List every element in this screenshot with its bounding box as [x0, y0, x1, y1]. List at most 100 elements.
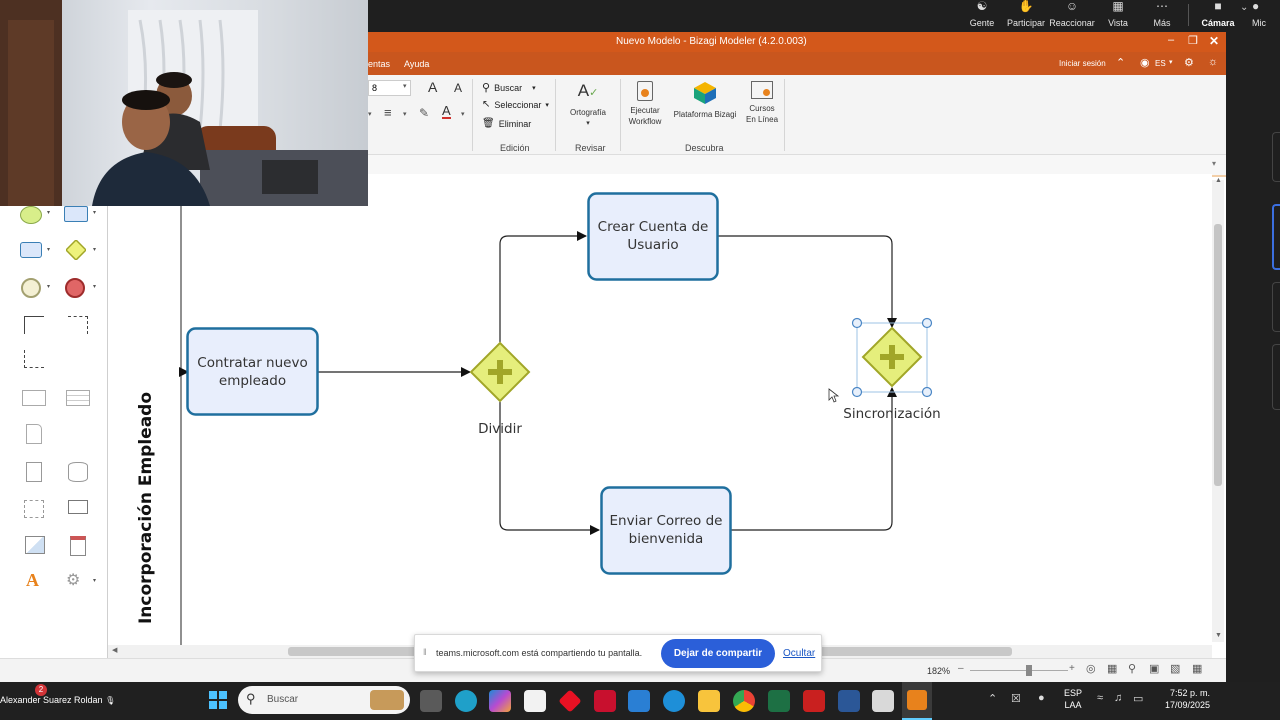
chevron-down-icon[interactable]: ▾	[368, 111, 372, 118]
task-crear-cuenta-usuario[interactable]: Crear Cuenta de Usuario	[587, 192, 719, 281]
annotation-tool[interactable]	[26, 424, 42, 444]
restore-icon[interactable]: ❐	[1188, 35, 1198, 47]
screen-app-icon[interactable]	[628, 690, 650, 712]
header-tool[interactable]	[70, 536, 86, 556]
find-button[interactable]: ⚲ Buscar ▾	[482, 82, 536, 94]
notepad-icon[interactable]	[872, 690, 894, 712]
edge-icon[interactable]	[663, 690, 685, 712]
lane-tool[interactable]	[66, 390, 90, 406]
text-tool-icon[interactable]: A	[26, 570, 39, 590]
chevron-down-icon[interactable]: ▾	[47, 284, 51, 290]
subprocess-tool[interactable]	[20, 242, 42, 258]
chevron-down-icon[interactable]: ▾	[1212, 159, 1217, 168]
weather-icon[interactable]	[455, 690, 477, 712]
chevron-down-icon[interactable]: ▾	[47, 247, 51, 253]
overview-icon[interactable]: ▣	[1149, 663, 1160, 675]
chevron-down-icon[interactable]: ▾	[403, 83, 407, 90]
raise-hand-button[interactable]: ✋ Participar	[1000, 0, 1052, 32]
resize-handle[interactable]	[851, 317, 863, 329]
association-tool[interactable]	[68, 316, 88, 334]
minimize-icon[interactable]: –	[1168, 34, 1175, 46]
app-icon-red[interactable]	[558, 689, 582, 713]
diagram-canvas[interactable]: Contratar nuevo empleado Crear Cuenta de…	[108, 174, 1212, 645]
task-view-icon[interactable]	[420, 690, 442, 712]
resize-handle[interactable]	[921, 317, 933, 329]
gateway-tool[interactable]	[64, 238, 88, 262]
scroll-down-icon[interactable]: ▼	[1215, 632, 1222, 639]
side-panel-tab-active[interactable]	[1272, 204, 1280, 270]
globe-icon[interactable]: ◉	[1140, 57, 1150, 69]
side-panel-tab[interactable]	[1272, 132, 1280, 182]
task-enviar-correo-bienvenida[interactable]: Enviar Correo de bienvenida	[600, 486, 732, 575]
chevron-down-icon[interactable]: ▾	[47, 210, 51, 216]
sequence-flow-tool[interactable]	[24, 316, 44, 334]
flow-crear-sincronizacion[interactable]	[718, 235, 897, 328]
clock[interactable]: 7:52 p. m. 17/09/2025	[1164, 688, 1210, 710]
magnify-icon[interactable]: ⚲	[1128, 663, 1137, 675]
gears-icon[interactable]: ⚙	[66, 572, 81, 589]
zoom-in-icon[interactable]: +	[1069, 663, 1075, 674]
chevron-up-icon[interactable]: ⌃	[988, 693, 998, 705]
windows-start-button[interactable]	[208, 690, 228, 710]
delete-button[interactable]: 🗑 Eliminar	[482, 118, 532, 129]
chevron-down-icon[interactable]: ▾	[93, 578, 97, 584]
zoom-slider-track[interactable]	[970, 670, 1068, 671]
bizagi-platform-button[interactable]: Plataforma Bizagi	[670, 81, 740, 120]
zoom-slider-thumb[interactable]	[1026, 665, 1032, 676]
network-off-icon[interactable]: ☒	[1011, 693, 1021, 705]
scroll-up-icon[interactable]: ▲	[1215, 177, 1222, 184]
chevron-down-icon[interactable]: ▾	[93, 247, 97, 253]
grow-font-icon[interactable]: A	[428, 79, 438, 95]
spelling-button[interactable]: A✓ Ortografía ▾	[566, 81, 610, 129]
battery-icon[interactable]: ▭	[1133, 693, 1144, 705]
taskbar-search[interactable]: ⚲ Buscar	[238, 686, 410, 714]
mic-button[interactable]: ● Mic	[1252, 0, 1280, 32]
comment-tool[interactable]	[68, 500, 88, 514]
more-button[interactable]: ⋯ Más	[1136, 0, 1188, 32]
side-panel-tab[interactable]	[1272, 282, 1280, 332]
excel-icon[interactable]	[768, 690, 790, 712]
fit-page-icon[interactable]: ◎	[1086, 663, 1096, 675]
stop-sharing-button[interactable]: Dejar de compartir	[661, 639, 775, 668]
data-store-tool[interactable]	[68, 462, 88, 482]
chevron-down-icon[interactable]: ▾	[461, 111, 465, 118]
side-panel-tab[interactable]	[1272, 344, 1280, 410]
flow-dividir-crear[interactable]	[499, 231, 587, 342]
data-object-tool[interactable]	[26, 462, 42, 482]
input-language[interactable]: ESP LAA	[1064, 688, 1083, 710]
chevron-down-icon[interactable]: ▾	[1169, 59, 1173, 66]
task-contratar-nuevo-empleado[interactable]: Contratar nuevo empleado	[186, 327, 319, 416]
close-icon[interactable]: ✕	[1209, 34, 1220, 48]
bizagi-taskbar-button[interactable]	[902, 682, 932, 720]
scroll-left-icon[interactable]: ◀	[112, 647, 118, 654]
run-workflow-button[interactable]: Ejecutar Workflow	[625, 81, 665, 127]
people-button[interactable]: ☯ Gente	[956, 0, 1008, 32]
shrink-font-icon[interactable]: A	[454, 81, 463, 95]
wifi-icon[interactable]: ≈	[1097, 692, 1104, 704]
drag-handle-icon[interactable]: ‖	[423, 647, 427, 657]
font-size-input[interactable]: 8	[368, 80, 411, 96]
react-button[interactable]: ☺ Reaccionar	[1046, 0, 1098, 32]
chevron-down-icon[interactable]: ▾	[93, 284, 97, 290]
vertical-scroll-thumb[interactable]	[1214, 224, 1222, 486]
store-icon[interactable]	[524, 690, 546, 712]
file-explorer-icon[interactable]	[698, 690, 720, 712]
group-tool[interactable]	[24, 500, 44, 518]
view-button[interactable]: ▦ Vista	[1092, 0, 1144, 32]
font-color-icon[interactable]: A	[442, 103, 451, 119]
align-icon[interactable]: ≡	[384, 105, 392, 120]
vertical-scrollbar[interactable]: ▲ ▼	[1212, 177, 1224, 642]
zoom-out-icon[interactable]: –	[958, 663, 964, 674]
copilot-icon[interactable]	[489, 690, 511, 712]
word-icon[interactable]	[838, 690, 860, 712]
hide-link[interactable]: Ocultar	[783, 648, 816, 659]
task-tool[interactable]	[64, 206, 88, 222]
intermediate-event-tool[interactable]	[21, 278, 41, 298]
pool-tool[interactable]	[22, 390, 46, 406]
presentation-icon[interactable]: ▧	[1170, 663, 1181, 675]
collapse-ribbon-icon[interactable]: ⌃	[1116, 57, 1126, 69]
select-button[interactable]: ↖ Seleccionar ▾	[482, 99, 549, 110]
image-tool[interactable]	[25, 536, 45, 554]
resize-handle[interactable]	[851, 386, 863, 398]
menu-item-ayuda[interactable]: Ayuda	[404, 59, 430, 69]
